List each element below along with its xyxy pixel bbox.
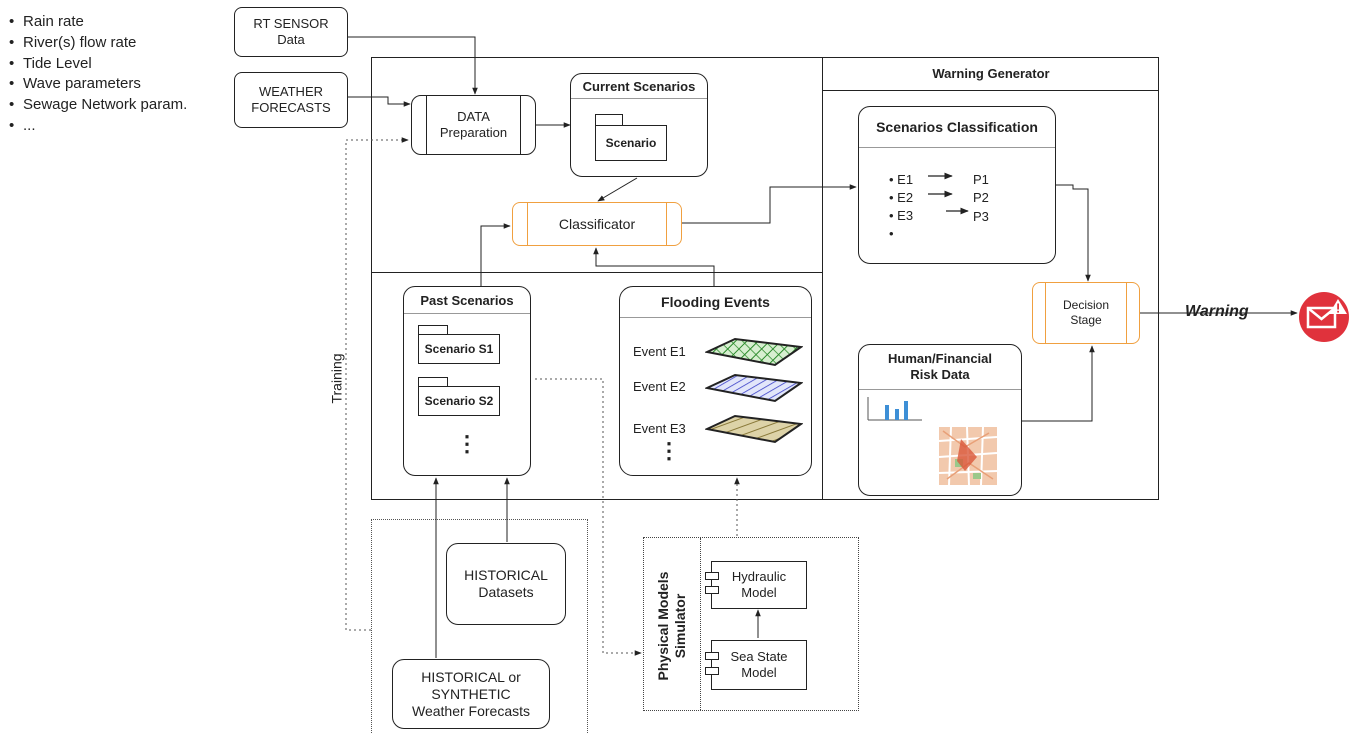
hist-forecast-line3: Weather Forecasts xyxy=(411,702,530,719)
event-e2-label: Event E2 xyxy=(633,379,686,394)
class-p1: P1 xyxy=(973,172,989,187)
event-e3-label: Event E3 xyxy=(633,421,686,436)
email-warning-icon xyxy=(1298,291,1350,343)
weather-line1: WEATHER xyxy=(258,84,324,99)
current-scenarios-title: Current Scenarios xyxy=(571,74,707,99)
risk-line2: Risk Data xyxy=(910,367,970,382)
hist-datasets-line1: HISTORICAL xyxy=(464,567,548,583)
arrow-current-to-classificator xyxy=(597,177,638,202)
scenarios-classification-title: Scenarios Classification xyxy=(859,107,1055,148)
sea-state-line1: Sea State xyxy=(730,649,788,664)
event-e2: E2 xyxy=(897,190,914,205)
hydraulic-line1: Hydraulic xyxy=(731,569,787,584)
sea-state-line2: Model xyxy=(741,665,777,680)
training-dotted-line xyxy=(345,137,409,631)
classification-item: • E3 xyxy=(889,208,914,223)
input-item: Wave parameters xyxy=(9,74,187,95)
classification-item: • E1 xyxy=(889,172,914,187)
class-p2: P2 xyxy=(973,190,989,205)
hist-forecast-line1: HISTORICAL or xyxy=(421,668,521,685)
classification-item: • E2 xyxy=(889,190,914,205)
weather-forecasts-box: WEATHER FORECASTS xyxy=(234,72,348,128)
physical-models-simulator: Physical Models Simulator Hydraulic Mode… xyxy=(643,537,859,711)
scenario-s1-package: Scenario S1 xyxy=(418,334,500,364)
event-e2-map-icon xyxy=(705,373,803,403)
event-e1-label: Event E1 xyxy=(633,344,686,359)
arrow-past-to-classificator xyxy=(480,223,511,286)
input-item: Sewage Network param. xyxy=(9,95,187,116)
warning-generator-header-line xyxy=(822,90,1159,91)
hydraulic-model-box: Hydraulic Model xyxy=(705,561,807,609)
scenario-package: Scenario xyxy=(595,125,667,161)
simulator-divider xyxy=(700,538,701,710)
past-scenarios-box: Past Scenarios Scenario S1 Scenario S2 ⋮ xyxy=(403,286,531,476)
event-e3: E3 xyxy=(897,208,914,223)
hist-forecast-line2: SYNTHETIC xyxy=(431,685,511,702)
system-frame xyxy=(371,57,1159,500)
historical-region xyxy=(371,519,588,733)
historical-datasets-box: HISTORICAL Datasets xyxy=(446,543,566,625)
hydraulic-line2: Model xyxy=(741,585,777,600)
event-e3-map-icon xyxy=(705,414,803,444)
current-scenarios-box: Current Scenarios Scenario xyxy=(570,73,708,177)
rt-sensor-box: RT SENSOR Data xyxy=(234,7,348,57)
component-icon xyxy=(705,572,719,580)
data-preparation-box: DATA Preparation xyxy=(411,95,536,155)
arrow-to-decision xyxy=(1056,184,1091,282)
risk-line1: Human/Financial xyxy=(887,351,993,366)
warning-generator-title: Warning Generator xyxy=(932,66,1050,81)
event-e1-map-icon xyxy=(705,337,803,367)
risk-data-title: Human/Financial Risk Data xyxy=(859,345,1021,390)
arrow-weather xyxy=(348,96,411,107)
rt-sensor-line1: RT SENSOR xyxy=(253,16,329,31)
decision-line1: Decision xyxy=(1062,298,1110,312)
input-item: Rain rate xyxy=(9,12,187,33)
bar-chart-icon xyxy=(867,395,923,421)
arrow-to-classification xyxy=(682,184,857,224)
class-p3: P3 xyxy=(973,209,989,224)
warning-label: Warning xyxy=(1185,303,1249,320)
arrow-rt-sensor xyxy=(348,36,478,95)
input-item: ... xyxy=(9,116,187,137)
dotted-past-to-simulator xyxy=(535,378,642,656)
input-parameters-list: Rain rate River(s) flow rate Tide Level … xyxy=(9,12,187,137)
data-prep-line2: Preparation xyxy=(439,125,508,140)
input-item: Tide Level xyxy=(9,54,187,75)
input-item: River(s) flow rate xyxy=(9,33,187,54)
decision-stage-box: Decision Stage xyxy=(1032,282,1140,344)
component-icon xyxy=(705,667,719,675)
historical-forecasts-box: HISTORICAL or SYNTHETIC Weather Forecast… xyxy=(392,659,550,729)
arrow-risk-to-decision xyxy=(1022,345,1095,422)
scenario-s2-package: Scenario S2 xyxy=(418,386,500,416)
frame-divider-vertical xyxy=(822,57,823,500)
city-map-icon xyxy=(938,426,998,486)
arrow-flooding-to-classificator xyxy=(593,247,715,286)
flooding-events-box: Flooding Events Event E1 Event E2 Event … xyxy=(619,286,812,476)
scenarios-classification-box: Scenarios Classification • E1 • E2 • E3 … xyxy=(858,106,1056,264)
hist-datasets-line2: Datasets xyxy=(478,584,534,600)
component-icon xyxy=(705,586,719,594)
component-icon xyxy=(705,652,719,660)
weather-line2: FORECASTS xyxy=(251,100,331,115)
rt-sensor-line2: Data xyxy=(277,32,305,47)
event-e1: E1 xyxy=(897,172,914,187)
past-scenarios-title: Past Scenarios xyxy=(404,287,530,314)
sea-state-model-box: Sea State Model xyxy=(705,640,807,690)
data-prep-line1: DATA xyxy=(457,109,490,124)
classificator-box: Classificator xyxy=(512,202,682,246)
frame-divider-horizontal xyxy=(371,272,823,273)
flooding-events-title: Flooding Events xyxy=(620,287,811,318)
classificator-label: Classificator xyxy=(558,215,636,232)
risk-data-box: Human/Financial Risk Data xyxy=(858,344,1022,496)
decision-line2: Stage xyxy=(1070,313,1102,327)
classification-item-empty: • xyxy=(889,226,894,241)
